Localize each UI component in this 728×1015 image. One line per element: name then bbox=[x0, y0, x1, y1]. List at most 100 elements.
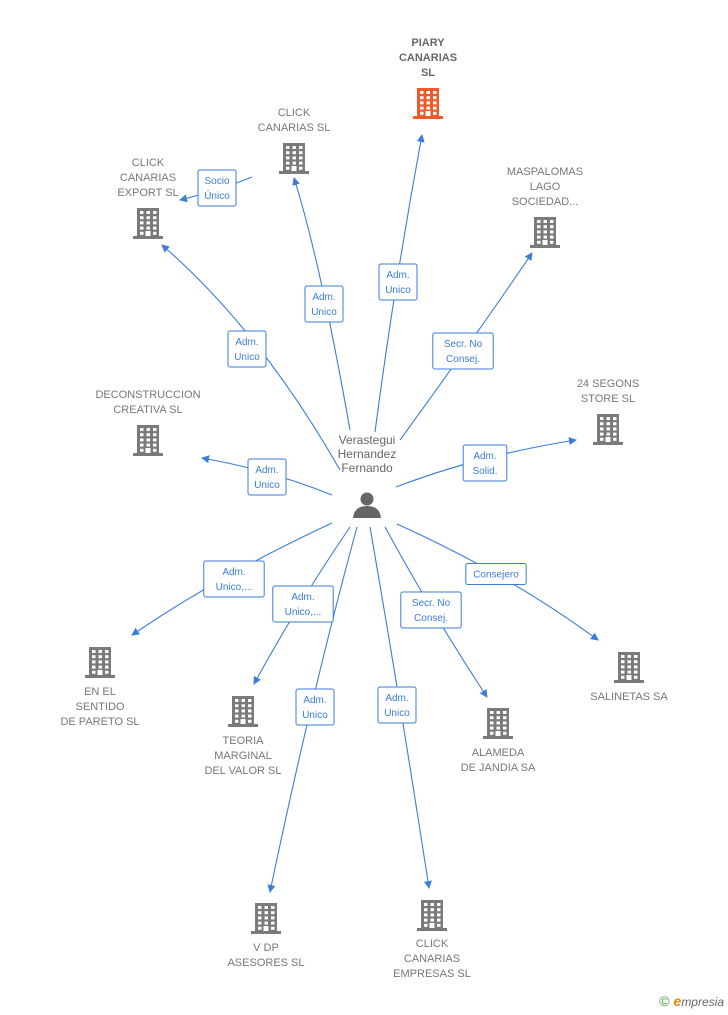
edge-label-salinetas: Consejero bbox=[465, 563, 527, 585]
company-label: SOCIEDAD... bbox=[512, 196, 579, 208]
company-label: DE PARETO SL bbox=[60, 716, 139, 728]
company-label: CREATIVA SL bbox=[113, 404, 182, 416]
company-label: CANARIAS bbox=[404, 953, 460, 965]
company-node-teoria[interactable]: TEORIA MARGINAL DEL VALOR SL bbox=[204, 696, 282, 777]
company-node-salinetas[interactable]: SALINETAS SA bbox=[590, 652, 668, 703]
company-label: ALAMEDA bbox=[472, 747, 525, 759]
company-node-click-empresas[interactable]: CLICK CANARIAS EMPRESAS SL bbox=[393, 900, 471, 980]
edge-label-text: Unico bbox=[302, 710, 328, 721]
edge-label-text: Unico,... bbox=[285, 607, 322, 618]
edge-label-teoria: Adm. Unico,... bbox=[272, 585, 334, 623]
building-icon[interactable] bbox=[614, 652, 644, 683]
edge-label-24segons: Adm. Solid. bbox=[462, 444, 508, 482]
edge-label-text: Consejero bbox=[473, 570, 519, 581]
building-icon[interactable] bbox=[413, 88, 443, 119]
edge-label-vdp: Adm. Unico bbox=[295, 688, 335, 726]
edge-click-canarias bbox=[292, 177, 351, 431]
company-label: EMPRESAS SL bbox=[393, 968, 471, 980]
brand-logo[interactable]: empresia bbox=[673, 993, 724, 1009]
company-label: DECONSTRUCCION bbox=[95, 389, 200, 401]
building-icon[interactable] bbox=[279, 143, 309, 174]
company-label: SALINETAS SA bbox=[590, 691, 668, 703]
edge-label-click-canarias: Adm. Unico bbox=[304, 285, 344, 323]
edge-label-text: Adm. bbox=[291, 592, 314, 603]
edge-label-text: Secr. No bbox=[444, 339, 483, 350]
company-label: TEORIA bbox=[223, 735, 265, 747]
edge-label-click-export: Adm. Unico bbox=[227, 330, 267, 368]
edge-label-text: Unico bbox=[311, 307, 337, 318]
person-icon[interactable] bbox=[353, 492, 381, 519]
company-label: CLICK bbox=[416, 938, 449, 950]
person-name: Fernando bbox=[341, 461, 393, 475]
edge-label-text: Adm. bbox=[255, 465, 278, 476]
building-icon[interactable] bbox=[133, 208, 163, 239]
company-label: CLICK bbox=[278, 107, 311, 119]
edge-label-deconstruccion: Adm. Unico bbox=[247, 458, 287, 496]
person-name: Hernandez bbox=[338, 447, 397, 461]
nodes-layer: PIARY CANARIAS SL CLICK CANARIAS SL CLICK CANA… bbox=[60, 37, 668, 980]
edge-labels-layer: Adm.UnicoAdm.UnicoAdm.UnicoSocioÚnicoSec… bbox=[197, 169, 527, 726]
edge-label-text: Adm. bbox=[222, 567, 245, 578]
company-node-alameda[interactable]: ALAMEDA DE JANDIA SA bbox=[461, 708, 536, 774]
company-node-click-export[interactable]: CLICK CANARIAS EXPORT SL bbox=[117, 157, 179, 239]
company-label: CLICK bbox=[132, 157, 165, 169]
company-label: MASPALOMAS bbox=[507, 166, 583, 178]
edge-label-text: Secr. No bbox=[412, 598, 451, 609]
company-label: CANARIAS bbox=[120, 172, 176, 184]
company-label: CANARIAS bbox=[399, 52, 457, 64]
edge-label-alameda: Secr. No Consej. bbox=[400, 591, 462, 629]
person-name: Verastegui bbox=[339, 433, 396, 447]
company-label: MARGINAL bbox=[214, 750, 271, 762]
copyright-icon: © bbox=[659, 993, 670, 1009]
company-label: 24 SEGONS bbox=[577, 378, 639, 390]
company-label: V DP bbox=[253, 942, 279, 954]
edge-label-piary: Adm. Unico bbox=[378, 263, 418, 301]
company-node-piary[interactable]: PIARY CANARIAS SL bbox=[399, 37, 457, 119]
company-label: SL bbox=[421, 67, 435, 79]
edge-label-text: Consej. bbox=[414, 613, 448, 624]
edge-label-text: Solid. bbox=[472, 466, 497, 477]
building-icon[interactable] bbox=[251, 903, 281, 934]
edge-label-text: Adm. bbox=[312, 292, 335, 303]
edge-label-en-el-sentido: Adm. Unico,... bbox=[203, 560, 265, 598]
building-icon[interactable] bbox=[593, 414, 623, 445]
company-label: DEL VALOR SL bbox=[204, 765, 281, 777]
company-label: PIARY bbox=[411, 37, 445, 49]
company-label: CANARIAS SL bbox=[258, 122, 331, 134]
edge-label-text: Unico bbox=[385, 285, 411, 296]
edge-label-text: Unico bbox=[254, 480, 280, 491]
company-node-deconstruccion[interactable]: DECONSTRUCCION CREATIVA SL bbox=[95, 389, 201, 456]
edge-label-text: Unico bbox=[384, 708, 410, 719]
company-node-24segons[interactable]: 24 SEGONS STORE SL bbox=[577, 378, 639, 445]
building-icon[interactable] bbox=[530, 217, 560, 248]
building-icon[interactable] bbox=[133, 425, 163, 456]
edge-label-text: Adm. bbox=[303, 695, 326, 706]
company-label: DE JANDIA SA bbox=[461, 762, 536, 774]
company-label: LAGO bbox=[530, 181, 561, 193]
company-label: ASESORES SL bbox=[227, 957, 304, 969]
building-icon[interactable] bbox=[483, 708, 513, 739]
edge-label-text: Unico,... bbox=[216, 582, 253, 593]
building-icon[interactable] bbox=[417, 900, 447, 931]
company-label: EXPORT SL bbox=[117, 187, 178, 199]
edge-label-text: Socio bbox=[204, 176, 229, 187]
company-node-vdp[interactable]: V DP ASESORES SL bbox=[227, 903, 305, 969]
building-icon[interactable] bbox=[228, 696, 258, 727]
edge-label-text: Adm. bbox=[235, 337, 258, 348]
edge-label-text: Adm. bbox=[386, 270, 409, 281]
edge-label-text: Consej. bbox=[446, 354, 480, 365]
edge-label-text: Único bbox=[204, 189, 230, 202]
edge-label-text: Adm. bbox=[385, 693, 408, 704]
edge-label-maspalomas: Secr. No Consej. bbox=[432, 332, 494, 370]
edge-label-text: Unico bbox=[234, 352, 260, 363]
building-icon[interactable] bbox=[85, 647, 115, 678]
company-label: STORE SL bbox=[581, 393, 635, 405]
edge-label-text: Adm. bbox=[473, 451, 496, 462]
company-node-maspalomas[interactable]: MASPALOMAS LAGO SOCIEDAD... bbox=[507, 166, 583, 248]
company-label: EN EL bbox=[84, 686, 116, 698]
company-node-click-canarias[interactable]: CLICK CANARIAS SL bbox=[258, 107, 331, 174]
